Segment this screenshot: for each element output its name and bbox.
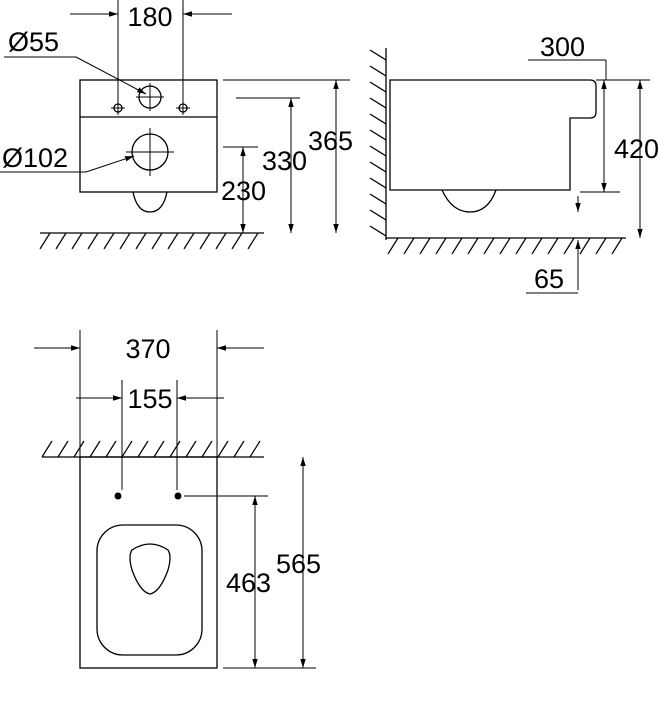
dim-300-label: 300 [540,32,585,62]
dim-330-label: 330 [262,146,307,176]
dim-155-label: 155 [127,384,172,414]
plan-wall-hatch [41,440,261,458]
front-outlet-bowl [132,191,168,213]
side-floor-hatch [387,237,623,255]
plan-view: 370 155 463 565 [34,330,321,669]
dim-365-label: 365 [308,126,353,156]
dim-55-label: Ø55 [8,27,59,57]
plan-fixing-right [174,492,182,500]
dim-180-label: 180 [127,2,172,32]
side-view: 300 420 65 [369,32,659,294]
dim-420-label: 420 [614,134,659,164]
plan-body-outline [79,456,218,669]
front-body-outline [79,79,218,193]
plan-bowl-outline [96,524,203,656]
side-outlet-bowl [441,189,497,213]
plan-bowl-opening [129,543,171,595]
plan-fixing-left [114,492,122,500]
dim-102-leader [85,155,135,173]
front-floor-hatch [39,232,259,250]
side-wall-hatch [369,49,387,237]
dim-55-leader [75,56,147,95]
front-view: 180 Ø55 Ø102 230 330 365 [0,0,353,250]
dim-102-label: Ø102 [2,143,68,173]
dim-65-label: 65 [534,264,564,294]
side-body-outline [389,79,597,191]
dim-230-label: 230 [221,176,266,206]
dim-565-label: 565 [276,549,321,579]
dim-370-label: 370 [125,334,170,364]
dim-463-label: 463 [226,568,271,598]
